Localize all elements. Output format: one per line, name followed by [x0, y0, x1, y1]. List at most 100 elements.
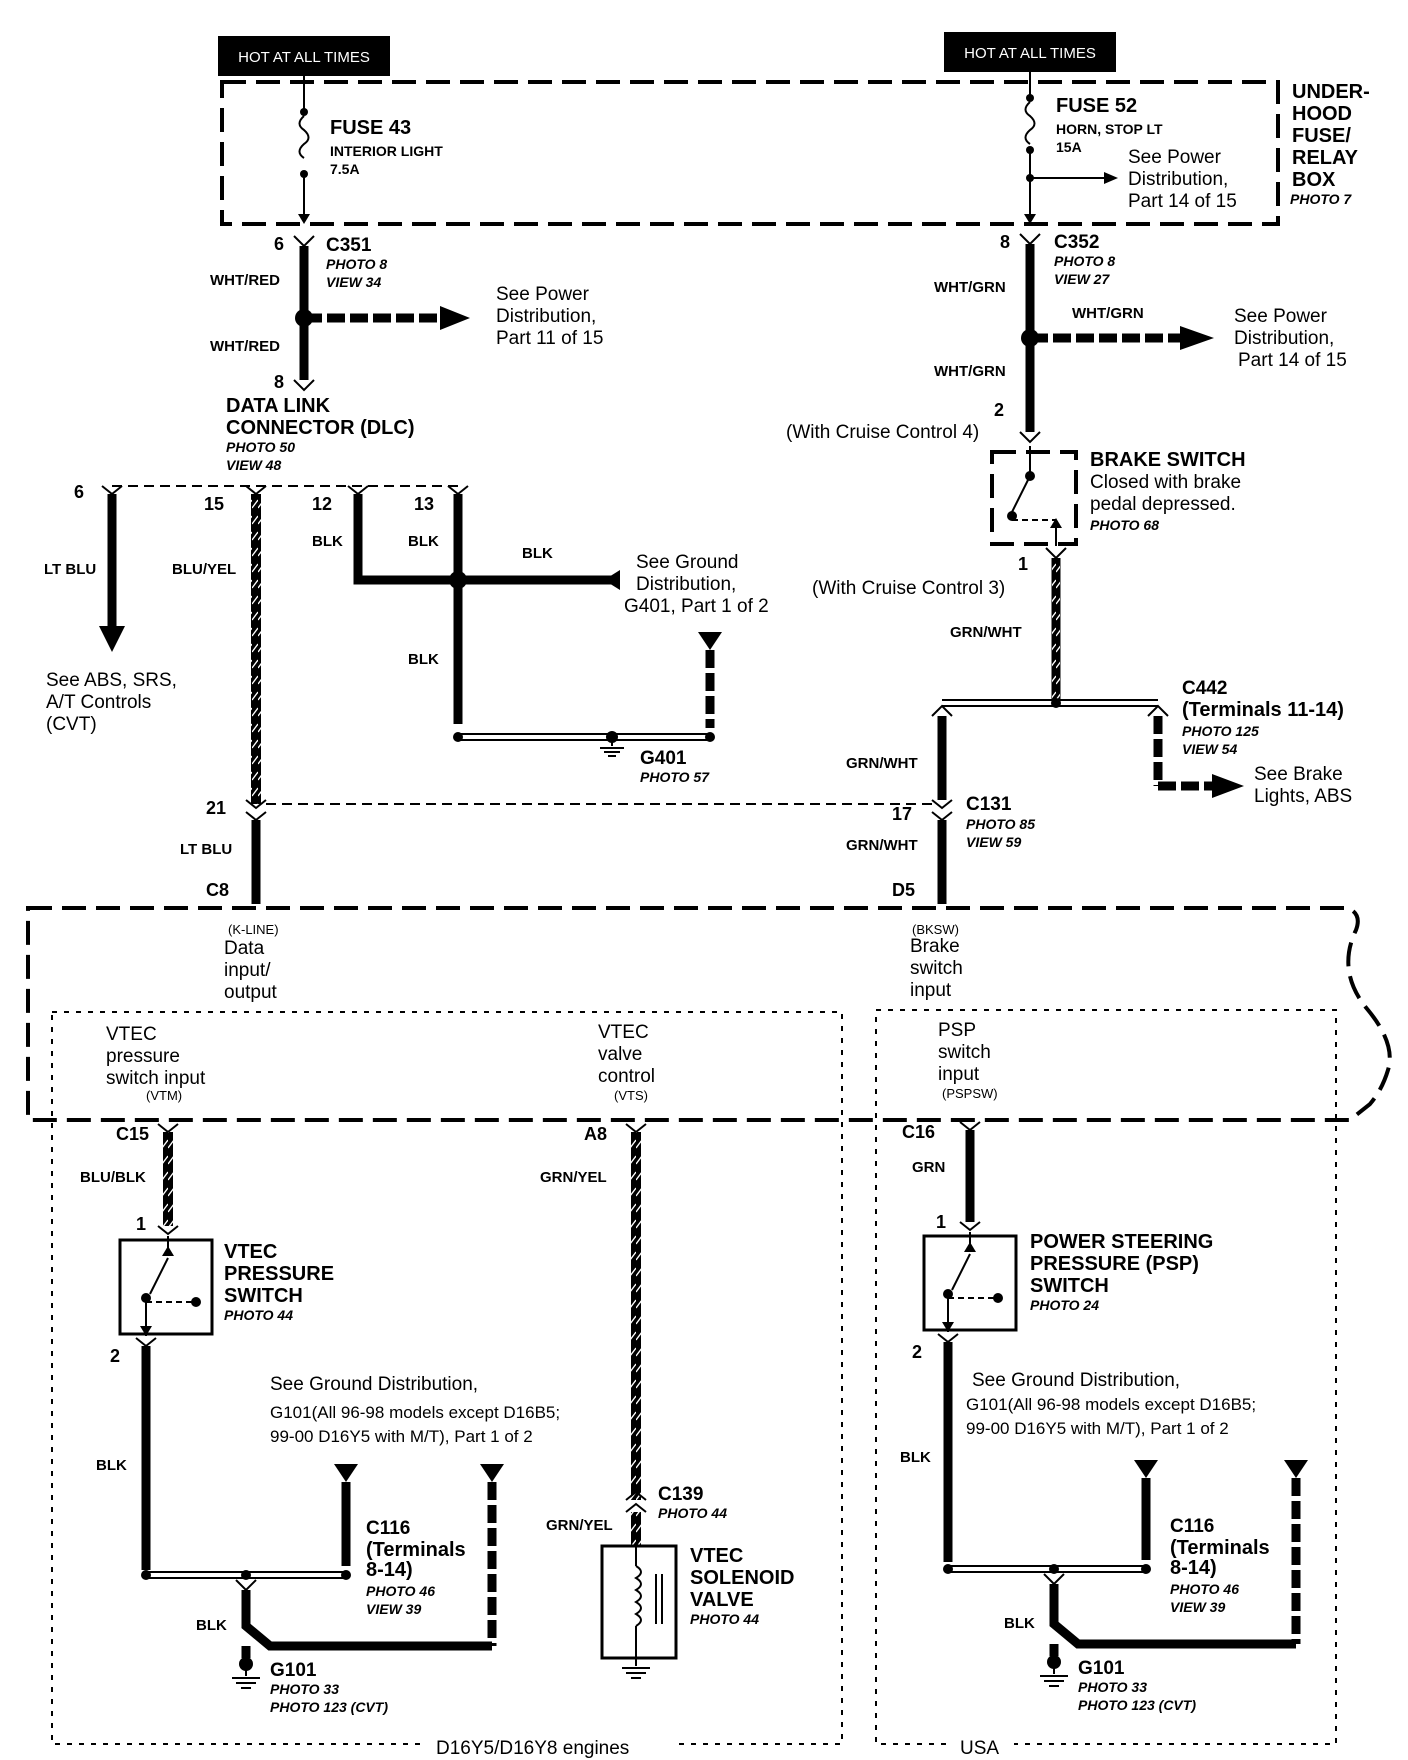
svg-text:UNDER-: UNDER- [1292, 81, 1370, 103]
svg-text:VTEC: VTEC [598, 1022, 649, 1043]
svg-text:See Ground Distribution,: See Ground Distribution, [972, 1370, 1180, 1391]
svg-text:GRN/WHT: GRN/WHT [846, 755, 918, 772]
svg-text:PHOTO 44: PHOTO 44 [658, 1505, 727, 1521]
svg-text:PHOTO 7: PHOTO 7 [1290, 191, 1352, 207]
svg-text:D5: D5 [892, 880, 915, 900]
svg-text:WHT/RED: WHT/RED [210, 272, 280, 289]
svg-text:PHOTO 123 (CVT): PHOTO 123 (CVT) [270, 1699, 388, 1715]
svg-text:PHOTO 44: PHOTO 44 [224, 1307, 293, 1323]
svg-text:99-00 D16Y5 with M/T), Part 1: 99-00 D16Y5 with M/T), Part 1 of 2 [270, 1427, 533, 1446]
svg-text:WHT/RED: WHT/RED [210, 338, 280, 355]
svg-text:C352: C352 [1054, 232, 1099, 253]
svg-text:pedal depressed.: pedal depressed. [1090, 494, 1236, 515]
svg-text:Distribution,: Distribution, [496, 306, 596, 327]
svg-text:BRAKE SWITCH: BRAKE SWITCH [1090, 449, 1246, 471]
svg-text:VIEW 27: VIEW 27 [1054, 271, 1110, 287]
svg-text:(K-LINE): (K-LINE) [228, 922, 279, 937]
svg-text:GRN/WHT: GRN/WHT [846, 837, 918, 854]
svg-text:Part 14 of 15: Part 14 of 15 [1238, 350, 1347, 371]
svg-text:C351: C351 [326, 235, 372, 256]
svg-text:input/: input/ [224, 960, 271, 981]
connector-c351: 6 C351 PHOTO 8 VIEW 34 [274, 234, 387, 290]
svg-text:VTEC: VTEC [690, 1545, 743, 1567]
svg-text:Data: Data [224, 938, 265, 959]
svg-text:(VTS): (VTS) [614, 1088, 648, 1103]
svg-text:21: 21 [206, 798, 226, 818]
svg-text:(Terminals 11-14): (Terminals 11-14) [1182, 699, 1344, 721]
svg-text:control: control [598, 1066, 655, 1087]
underhood-fuse-box: UNDER- HOOD FUSE/ RELAY BOX PHOTO 7 [220, 80, 1370, 226]
svg-text:C442: C442 [1182, 678, 1227, 699]
svg-text:FUSE 43: FUSE 43 [330, 117, 411, 139]
svg-text:See Ground: See Ground [636, 552, 738, 573]
svg-text:BLK: BLK [900, 1449, 931, 1466]
svg-text:HORN, STOP LT: HORN, STOP LT [1056, 121, 1163, 137]
svg-text:INTERIOR LIGHT: INTERIOR LIGHT [330, 143, 443, 159]
svg-text:switch: switch [910, 958, 963, 979]
svg-text:(With Cruise Control 4): (With Cruise Control 4) [786, 422, 979, 443]
wire-blu-yel: BLU/YEL [172, 485, 267, 804]
svg-text:C8: C8 [206, 880, 229, 900]
svg-text:GRN/YEL: GRN/YEL [540, 1169, 607, 1186]
svg-text:Part 11 of 15: Part 11 of 15 [496, 328, 603, 349]
svg-text:BLU/BLK: BLU/BLK [80, 1169, 146, 1186]
wire-blu-blk: C15 BLU/BLK 1 [80, 1123, 179, 1236]
svg-text:15: 15 [204, 494, 224, 514]
brake-switch: 2 (With Cruise Control 4) BRAKE SWITCH C… [786, 400, 1246, 599]
svg-text:Lights, ABS: Lights, ABS [1254, 786, 1352, 807]
svg-text:SWITCH: SWITCH [224, 1285, 303, 1307]
svg-text:8-14): 8-14) [1170, 1557, 1217, 1579]
svg-text:HOOD: HOOD [1292, 103, 1352, 125]
svg-text:SWITCH: SWITCH [1030, 1275, 1109, 1297]
connector-c116-left: C116 (Terminals 8-14) PHOTO 46 VIEW 39 [366, 1518, 466, 1617]
vtec-solenoid-valve: VTEC SOLENOID VALVE PHOTO 44 [600, 1544, 794, 1679]
svg-text:BOX: BOX [1292, 169, 1336, 191]
svg-text:FUSE 52: FUSE 52 [1056, 95, 1137, 117]
svg-text:HOT AT ALL TIMES: HOT AT ALL TIMES [964, 45, 1096, 62]
svg-text:CONNECTOR (DLC): CONNECTOR (DLC) [226, 417, 415, 439]
svg-text:13: 13 [414, 494, 434, 514]
svg-text:8: 8 [1000, 232, 1010, 252]
svg-text:SOLENOID: SOLENOID [690, 1567, 794, 1589]
svg-text:PHOTO 57: PHOTO 57 [640, 769, 710, 785]
hot-at-all-times-left-tag: HOT AT ALL TIMES [218, 36, 390, 76]
svg-text:A/T Controls: A/T Controls [46, 692, 151, 713]
svg-text:1: 1 [1018, 554, 1028, 574]
svg-text:WHT/GRN: WHT/GRN [934, 279, 1006, 296]
svg-text:VIEW 48: VIEW 48 [226, 457, 281, 473]
connector-c139: C139 PHOTO 44 [658, 1484, 727, 1521]
svg-text:BLK: BLK [1004, 1615, 1035, 1632]
svg-text:HOT AT ALL TIMES: HOT AT ALL TIMES [238, 49, 370, 66]
svg-text:G101: G101 [270, 1660, 317, 1681]
ground-g101-left: G101 PHOTO 33 PHOTO 123 (CVT) [232, 1646, 388, 1715]
engines-dotted-box: D16Y5/D16Y8 engines [51, 1011, 843, 1759]
wire-wht-red: WHT/RED WHT/RED 8 [210, 246, 470, 392]
ref-power-distribution-14: See Power Distribution, Part 14 of 15 [1234, 306, 1347, 371]
svg-text:15A: 15A [1056, 139, 1082, 155]
wire-blk-ground-g401: BLK BLK BLK BLK [312, 485, 722, 742]
data-link-connector: DATA LINK CONNECTOR (DLC) PHOTO 50 VIEW … [74, 379, 464, 514]
svg-text:PHOTO 33: PHOTO 33 [1078, 1679, 1147, 1695]
svg-text:FUSE/: FUSE/ [1292, 125, 1351, 147]
svg-text:Distribution,: Distribution, [636, 574, 736, 595]
svg-text:PHOTO 24: PHOTO 24 [1030, 1297, 1099, 1313]
svg-text:Closed with brake: Closed with brake [1090, 472, 1241, 493]
svg-text:12: 12 [312, 494, 332, 514]
svg-text:See Brake: See Brake [1254, 764, 1343, 785]
svg-text:VTEC: VTEC [224, 1241, 277, 1263]
svg-text:(CVT): (CVT) [46, 714, 97, 735]
svg-text:2: 2 [110, 1346, 120, 1366]
svg-text:PHOTO 8: PHOTO 8 [1054, 253, 1115, 269]
connector-c442: C442 (Terminals 11-14) PHOTO 125 VIEW 54 [1182, 678, 1344, 757]
svg-text:(Terminals: (Terminals [366, 1539, 466, 1561]
svg-text:VIEW 34: VIEW 34 [326, 274, 381, 290]
ref-abs-srs-at: See ABS, SRS, A/T Controls (CVT) [46, 670, 177, 735]
svg-text:See Ground Distribution,: See Ground Distribution, [270, 1374, 478, 1395]
svg-text:POWER STEERING: POWER STEERING [1030, 1231, 1213, 1253]
svg-text:1: 1 [136, 1214, 146, 1234]
svg-text:Distribution,: Distribution, [1128, 169, 1228, 190]
svg-text:LT BLU: LT BLU [44, 561, 96, 578]
svg-text:PRESSURE: PRESSURE [224, 1263, 334, 1285]
svg-text:VIEW 39: VIEW 39 [366, 1601, 421, 1617]
